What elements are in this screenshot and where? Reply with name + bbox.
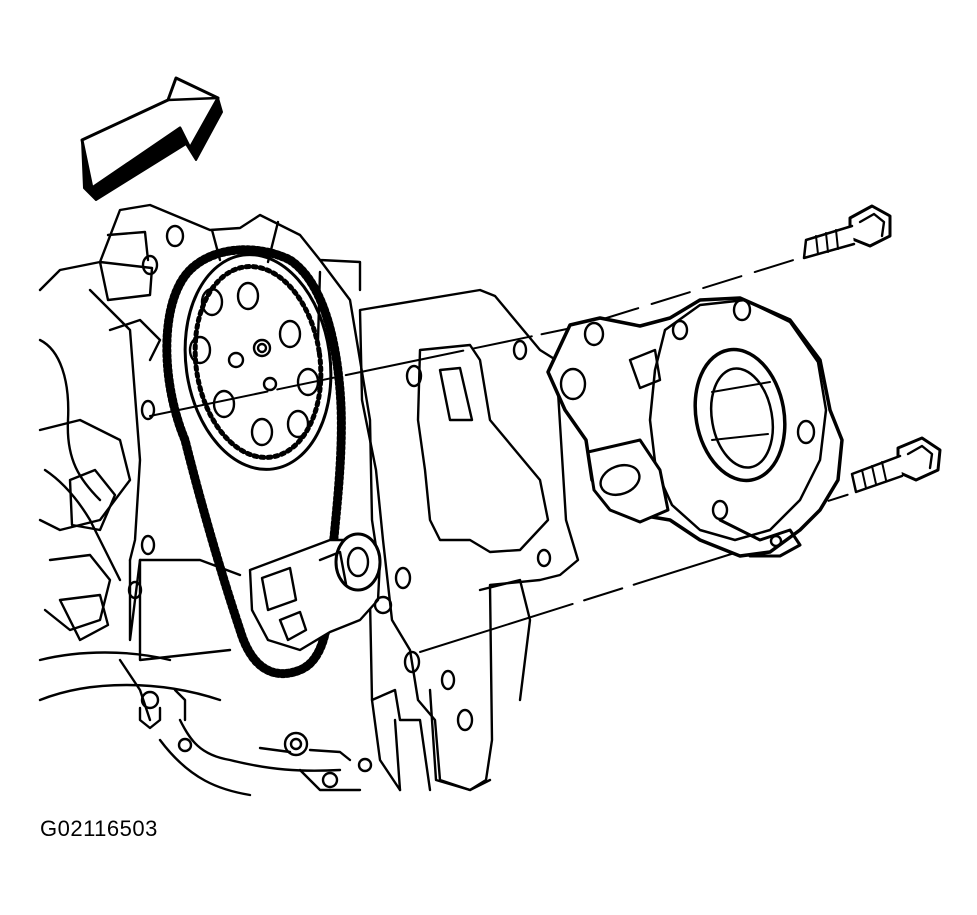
oil-pump-bolt-upper <box>802 204 892 260</box>
oil-pump <box>546 296 844 558</box>
timing-chain <box>162 245 346 679</box>
crankshaft-sprocket <box>248 532 393 652</box>
figure-id-label: G02116503 <box>40 816 158 841</box>
camshaft-sprocket <box>183 220 333 471</box>
oil-pump-bolt-lower <box>850 436 942 494</box>
direction-arrow-icon <box>80 76 223 201</box>
engine-front-cover-gasket <box>358 288 580 792</box>
